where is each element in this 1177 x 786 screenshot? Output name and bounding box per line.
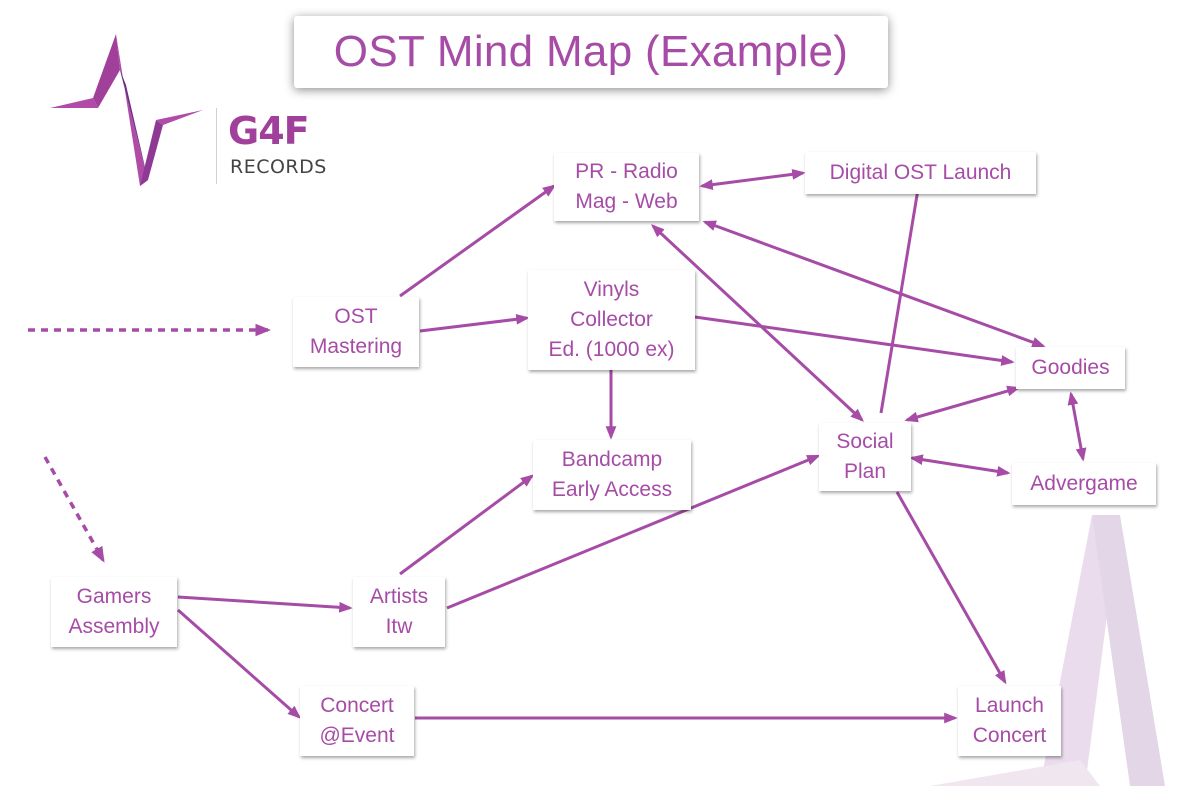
edge-mastering-to-vinyls: [419, 313, 530, 333]
node-goodies[interactable]: Goodies: [1016, 347, 1125, 389]
node-label-line: Artists: [369, 585, 429, 608]
node-label-line: Goodies: [1031, 356, 1110, 379]
logo: G4F RECORDS: [48, 30, 348, 190]
node-label-line: Social: [836, 430, 894, 453]
watermark-shape-foot: [930, 760, 1100, 786]
logo-subtitle: RECORDS: [230, 156, 327, 178]
node-label-line: Vinyls: [583, 278, 640, 301]
node-label-line: Itw: [385, 615, 413, 638]
node-label-line: PR - Radio: [575, 160, 678, 183]
node-advergame[interactable]: Advergame: [1012, 463, 1156, 505]
edge-incoming-top-left-to-gamers: [43, 456, 105, 563]
node-label-line: Ed. (1000 ex): [548, 338, 675, 361]
page-title: OST Mind Map (Example): [333, 27, 849, 76]
edge-pr-to-goodies: [702, 220, 1046, 348]
node-label-line: Concert: [972, 724, 1047, 747]
edge-pr-to-social: [651, 224, 864, 422]
title-box: OST Mind Map (Example): [294, 16, 888, 88]
node-label-line: Mastering: [309, 335, 403, 358]
edge-mastering-to-pr: [399, 184, 557, 298]
node-label-line: Gamers: [76, 585, 152, 608]
node-ost-mastering[interactable]: OST Mastering: [293, 297, 419, 367]
edge-vinyls-to-goodies: [694, 315, 1015, 366]
edge-social-to-advergame: [909, 454, 1011, 477]
edge-social-to-digital: [879, 162, 926, 414]
node-label-line: OST: [334, 305, 378, 328]
watermark-shape-right: [1092, 515, 1165, 786]
node-label-line: Assembly: [68, 615, 160, 638]
node-vinyls-collector[interactable]: Vinyls Collector Ed. (1000 ex): [528, 270, 695, 370]
node-concert-event[interactable]: Concert @Event: [300, 686, 414, 756]
node-digital-ost-launch[interactable]: Digital OST Launch: [805, 152, 1036, 194]
logo-divider: [216, 108, 217, 184]
node-label-line: Digital OST Launch: [829, 161, 1012, 184]
node-gamers-assembly[interactable]: Gamers Assembly: [51, 577, 177, 647]
node-label-line: Early Access: [551, 478, 673, 501]
node-label-line: Plan: [843, 460, 887, 483]
edge-social-to-launch-concert: [895, 491, 1007, 685]
edge-pr-to-digital: [699, 169, 806, 190]
pulse-wave-logo-icon: [50, 34, 203, 186]
node-label-line: Mag - Web: [575, 190, 678, 213]
node-label-line: Collector: [570, 308, 653, 331]
edge-goodies-to-advergame: [1067, 391, 1087, 462]
node-social-plan[interactable]: Social Plan: [819, 423, 911, 491]
node-pr-radio-mag-web[interactable]: PR - Radio Mag - Web: [554, 153, 699, 221]
node-bandcamp-early-access[interactable]: Bandcamp Early Access: [533, 440, 691, 510]
edge-artists-to-bandcamp: [399, 474, 535, 576]
edge-artists-to-social: [446, 454, 821, 610]
edge-social-to-goodies: [904, 385, 1021, 423]
edge-gamers-to-concert-event: [177, 608, 302, 719]
node-label-line: Concert: [320, 694, 394, 717]
node-label-line: @Event: [319, 724, 395, 747]
node-label-line: Launch: [975, 694, 1044, 717]
edge-gamers-to-artists: [177, 595, 353, 613]
node-artists-itw[interactable]: Artists Itw: [353, 577, 445, 647]
node-launch-concert[interactable]: Launch Concert: [958, 686, 1061, 756]
logo-brand: G4F: [228, 109, 310, 153]
node-label-line: Advergame: [1030, 472, 1138, 495]
node-label-line: Bandcamp: [561, 448, 663, 471]
